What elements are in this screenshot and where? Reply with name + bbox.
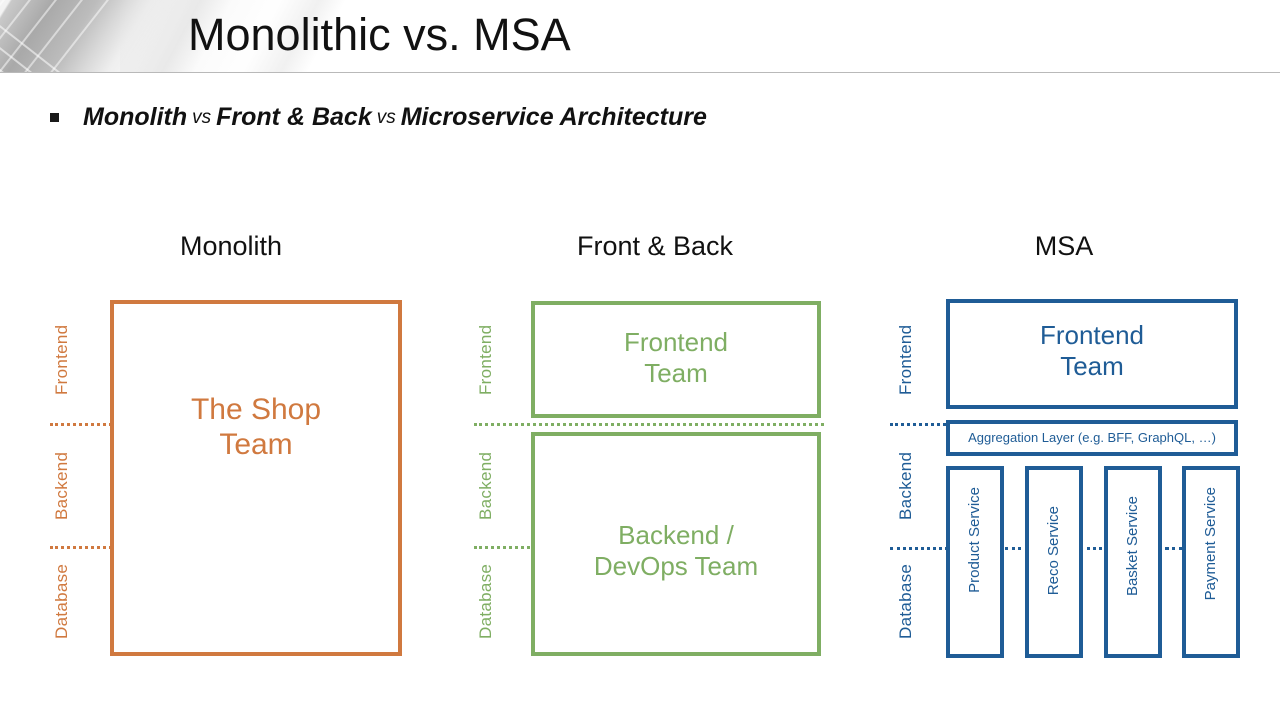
divider-backend-database-msa-seg2: [1005, 547, 1028, 550]
axis-label-backend-msa: Backend: [896, 451, 915, 520]
divider-backend-database-msa-seg1: [890, 547, 948, 550]
divider-frontend-backend-frontback: [474, 423, 824, 426]
header-band: Monolithic vs. MSA: [0, 0, 1280, 73]
header-divider: [0, 72, 1280, 73]
axis-label-frontend-msa: Frontend: [896, 324, 915, 395]
bullet-vs-1: vs: [192, 106, 212, 128]
box-frontend-team-frontback[interactable]: Frontend Team: [531, 301, 821, 418]
divider-backend-database-monolith: [50, 546, 112, 549]
divider-frontend-backend-monolith: [50, 423, 112, 426]
bullet-part-front-back: Front & Back: [216, 103, 372, 131]
axis-label-database-frontback: Database: [476, 563, 495, 640]
divider-backend-database-msa-seg4: [1165, 547, 1183, 550]
square-bullet-icon: [50, 113, 59, 122]
box-label-payment-service: Payment Service: [1202, 487, 1219, 601]
column-heading-front-and-back: Front & Back: [576, 231, 734, 261]
column-heading-monolith: Monolith: [179, 231, 283, 261]
bullet-part-monolith: Monolith: [83, 103, 188, 131]
box-label-reco-service: Reco Service: [1045, 506, 1062, 596]
axis-label-backend-frontback: Backend: [476, 451, 495, 520]
box-label-frontend-team-msa: Frontend Team: [1039, 320, 1145, 381]
page-title: Monolithic vs. MSA: [188, 9, 571, 60]
box-frontend-team-msa[interactable]: Frontend Team: [946, 299, 1238, 409]
divider-frontend-backend-msa: [890, 423, 946, 426]
box-payment-service[interactable]: Payment Service: [1182, 466, 1240, 658]
box-reco-service[interactable]: Reco Service: [1025, 466, 1083, 658]
divider-backend-database-frontback: [474, 546, 536, 549]
axis-label-frontend-frontback: Frontend: [476, 324, 495, 395]
axis-label-frontend-monolith: Frontend: [52, 324, 71, 395]
axis-label-database-msa: Database: [896, 563, 915, 640]
header-sheen-decoration-2: [150, 0, 450, 72]
box-basket-service[interactable]: Basket Service: [1104, 466, 1162, 658]
box-label-the-shop-team: The Shop Team: [190, 393, 322, 462]
box-label-basket-service: Basket Service: [1124, 496, 1141, 597]
box-aggregation-layer[interactable]: Aggregation Layer (e.g. BFF, GraphQL, …): [946, 420, 1238, 456]
bullet-row: Monolith vs Front & Back vs Microservice…: [50, 103, 707, 132]
divider-backend-database-msa-seg3: [1087, 547, 1108, 550]
box-product-service[interactable]: Product Service: [946, 466, 1004, 658]
box-label-aggregation-layer: Aggregation Layer (e.g. BFF, GraphQL, …): [968, 430, 1216, 445]
bullet-vs-2: vs: [376, 106, 396, 128]
box-the-shop-team[interactable]: The Shop Team: [110, 300, 402, 656]
box-label-frontend-team-frontback: Frontend Team: [623, 327, 729, 388]
axis-label-database-monolith: Database: [52, 563, 71, 640]
axis-label-backend-monolith: Backend: [52, 451, 71, 520]
box-backend-devops-team[interactable]: Backend / DevOps Team: [531, 432, 821, 656]
column-heading-msa: MSA: [1034, 231, 1094, 261]
box-label-product-service: Product Service: [966, 487, 983, 593]
bullet-part-microservice: Microservice Architecture: [400, 103, 707, 131]
box-label-backend-devops-team: Backend / DevOps Team: [593, 520, 759, 581]
